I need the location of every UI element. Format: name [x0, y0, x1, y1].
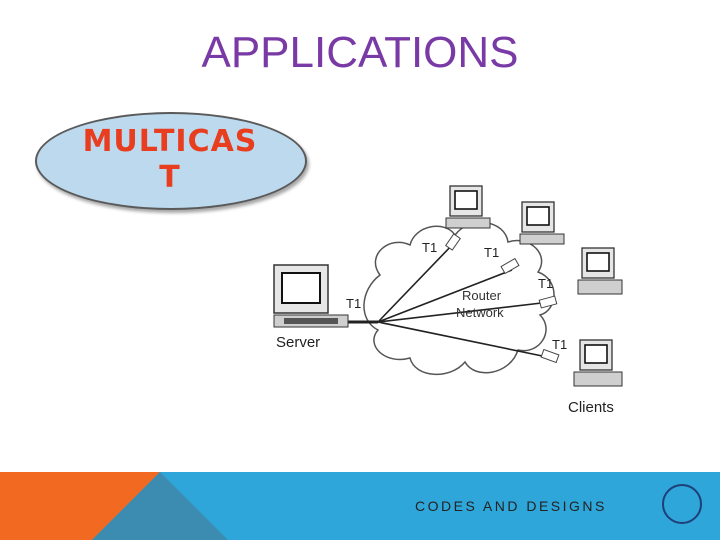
server-computer-icon — [273, 264, 349, 328]
network-label: Network — [456, 305, 504, 320]
footer-circle-icon — [662, 484, 702, 524]
link-stubs — [445, 233, 560, 364]
callout-bubble — [35, 112, 307, 210]
client-computer-icon — [577, 247, 623, 295]
server-label: Server — [276, 334, 320, 351]
client-computer-icon — [445, 185, 491, 229]
link-label: T1 — [346, 296, 361, 311]
footer-band — [0, 472, 720, 540]
client-computer-icon — [519, 201, 565, 245]
link-label: T1 — [538, 276, 553, 291]
footer-text: CODES AND DESIGNS — [415, 498, 607, 514]
link-label: T1 — [422, 240, 437, 255]
footer-orange-block — [0, 472, 160, 540]
link-label: T1 — [552, 337, 567, 352]
callout-label: MULTICAST — [82, 124, 258, 195]
clients-label: Clients — [568, 399, 614, 416]
client-computer-icon — [573, 339, 623, 387]
footer-dark-triangle — [92, 472, 228, 540]
slide-title: APPLICATIONS — [201, 28, 519, 77]
network-diagram: T1 T1 T1 T1 T1 Router Network Server Cli… — [273, 185, 623, 416]
router-network-cloud — [363, 221, 555, 376]
router-label: Router — [462, 288, 502, 303]
link-label: T1 — [484, 245, 499, 260]
